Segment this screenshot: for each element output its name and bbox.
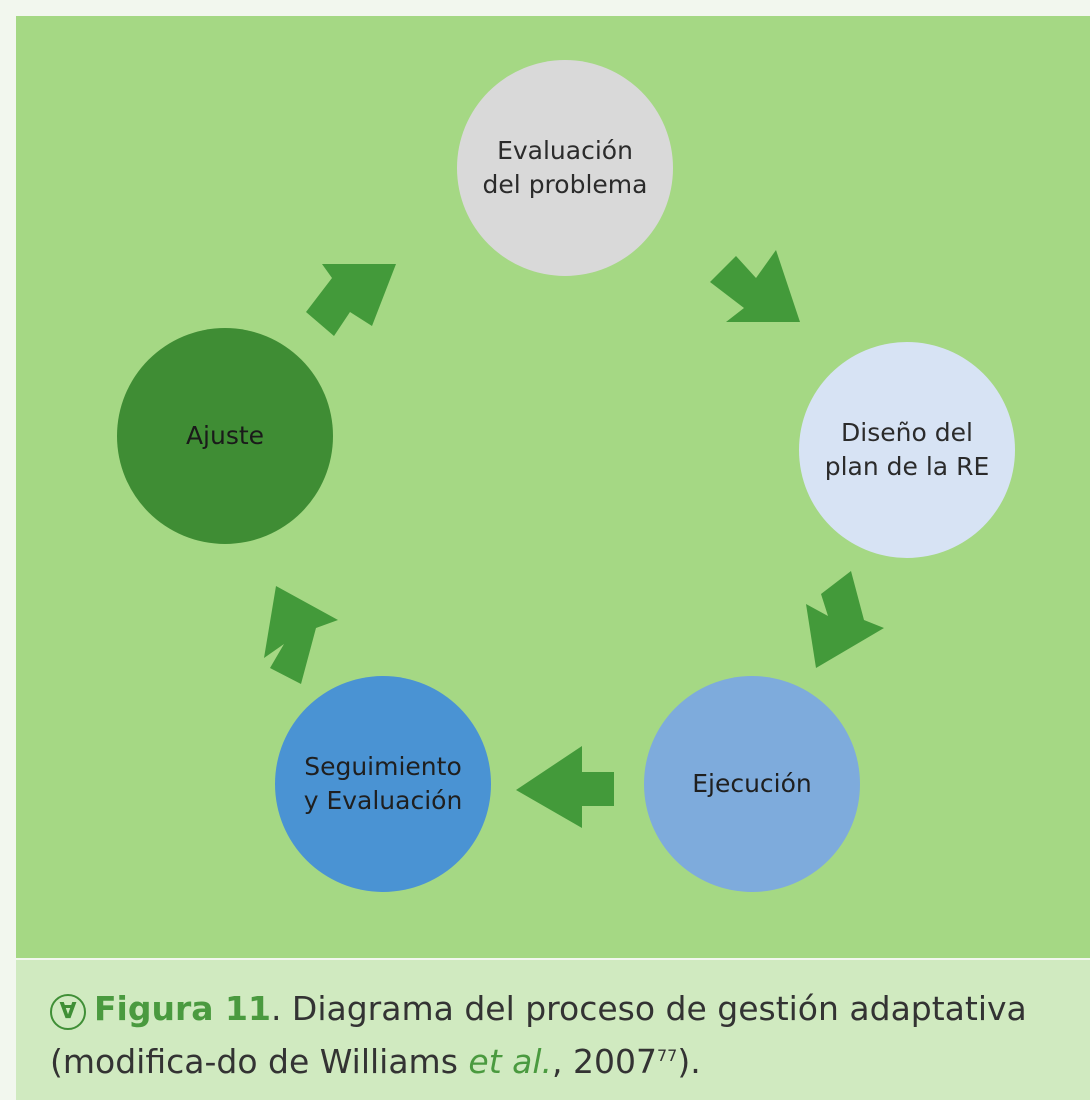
- caption-text: . Diagrama del proceso de gestión adapta…: [50, 989, 1027, 1082]
- node-seguimiento-label: Seguimiento y Evaluación: [303, 752, 463, 815]
- leaf-icon: ∀: [50, 993, 86, 1030]
- figure-label: Figura 11: [94, 989, 271, 1028]
- caption-panel: ∀Figura 11. Diagrama del proceso de gest…: [16, 960, 1090, 1100]
- arrow-evaluacion-to-diseno: [710, 250, 800, 322]
- node-ejecucion-label: Ejecución: [692, 769, 812, 799]
- node-ajuste: Ajuste: [117, 328, 333, 544]
- arrow-ajuste-to-evaluacion: [306, 264, 396, 336]
- diagram-panel: Evaluación del problema Diseño del plan …: [16, 16, 1090, 958]
- caption-year: , 2007: [552, 1042, 657, 1082]
- cycle-arrows: [264, 250, 884, 828]
- node-diseno-label: Diseño del plan de la RE: [824, 418, 990, 481]
- caption-etal: et al.: [468, 1042, 553, 1082]
- caption-closing: ).: [677, 1042, 701, 1082]
- node-seguimiento: Seguimiento y Evaluación: [275, 676, 491, 892]
- node-diseno: Diseño del plan de la RE: [799, 342, 1015, 558]
- arrow-diseno-to-ejecucion: [806, 571, 884, 668]
- reference-superscript: 77: [656, 1046, 678, 1066]
- node-ajuste-label: Ajuste: [185, 421, 265, 451]
- node-evaluacion: Evaluación del problema: [457, 60, 673, 276]
- node-evaluacion-label: Evaluación del problema: [482, 136, 648, 199]
- figure-caption: ∀Figura 11. Diagrama del proceso de gest…: [50, 982, 1050, 1089]
- arrow-ejecucion-to-seguimiento: [516, 746, 614, 828]
- arrow-seguimiento-to-ajuste: [264, 586, 338, 684]
- node-ejecucion: Ejecución: [644, 676, 860, 892]
